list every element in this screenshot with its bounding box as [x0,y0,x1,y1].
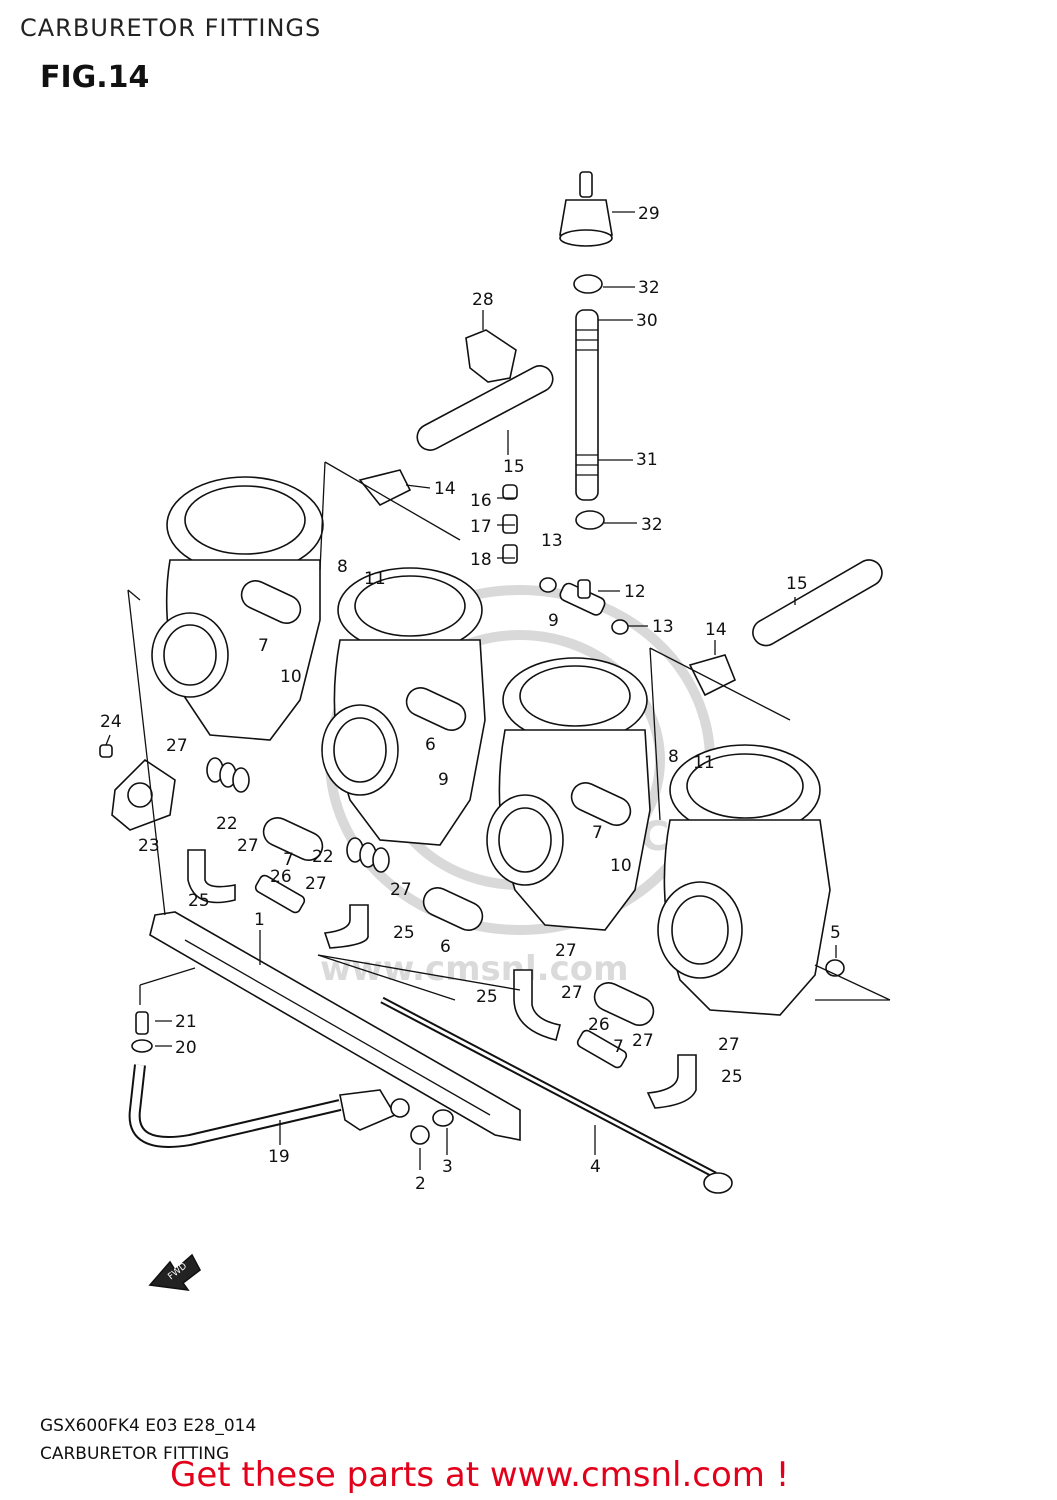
callout-label: 11 [364,569,386,589]
carburetor-2 [321,567,486,846]
diagram-name: CARBURETOR FITTING [40,1444,230,1464]
callout-label: 32 [641,515,663,535]
bolt-2 [410,1125,430,1145]
fitting-26-right [576,1029,628,1069]
callout-label: 13 [541,531,563,551]
callout-label: 14 [705,620,727,640]
callout-label: 27 [555,941,577,961]
spring-22-center [346,837,390,873]
callout-label: 26 [588,1015,610,1035]
callout-label: 27 [390,880,412,900]
callout-label: 28 [472,290,494,310]
callout-labels: 1 2 3 4 5 6 6 7 7 7 7 8 8 9 9 10 10 11 1… [100,204,841,1194]
callout-label: 4 [590,1157,601,1177]
callout-label: 21 [175,1012,197,1032]
fuel-filter-assembly [559,171,613,530]
callout-label: 7 [283,850,294,870]
hose-7-right [593,982,655,1026]
callout-label: 16 [470,491,492,511]
callout-label: 11 [693,753,715,773]
callout-label: 6 [440,937,451,957]
callout-label: 27 [632,1031,654,1051]
callout-label: 19 [268,1147,290,1167]
carburetor-3 [486,657,651,931]
callout-label: 25 [721,1067,743,1087]
figure-number: FIG.14 [40,60,150,95]
callout-label: 25 [188,891,210,911]
spring-21 [135,1011,149,1035]
callout-label: 2 [415,1174,426,1194]
spring-22-left [206,757,250,793]
callout-label: 7 [258,636,269,656]
elbow-hose-25-a [187,849,236,904]
model-code: GSX600FK4 E03 E28_014 [40,1416,257,1436]
callout-label: 3 [442,1157,453,1177]
callout-label: 26 [270,867,292,887]
callout-label: 12 [624,582,646,602]
shop-link[interactable]: Get these parts at www.cmsnl.com ! [170,1455,790,1495]
washer-5 [825,959,845,977]
hose-6-lower [422,887,484,931]
callout-label: 27 [166,736,188,756]
callout-label: 25 [393,923,415,943]
callout-label: 25 [476,987,498,1007]
callout-label: 24 [100,712,122,732]
elbow-hose-25-c [513,969,561,1041]
callout-label: 8 [337,557,348,577]
callout-label: 27 [237,836,259,856]
callout-label: 22 [312,847,334,867]
callout-label: 23 [138,836,160,856]
assembly-guide-lines [127,461,891,1005]
callout-label: 30 [636,311,658,331]
long-bolt-4 [380,996,733,1194]
callout-label: 32 [638,278,660,298]
callout-label: 6 [425,735,436,755]
hose-7-left [262,817,324,861]
callout-label: 31 [636,450,658,470]
leader-lines [105,211,837,1170]
washer-3 [432,1109,454,1127]
callout-label: 27 [305,874,327,894]
clip-28 [465,329,517,383]
screw-spring-stack [502,484,518,564]
callout-label: 18 [470,550,492,570]
callout-label: 9 [548,611,559,631]
callout-label: 14 [434,479,456,499]
callout-label: 22 [216,814,238,834]
callout-label: 7 [592,823,603,843]
carburetor-4 [657,744,831,1016]
fuel-t-joint [539,577,629,635]
callout-label: 15 [786,574,808,594]
callout-label: 20 [175,1038,197,1058]
callout-label: 10 [280,667,302,687]
callout-label: 13 [652,617,674,637]
elbow-hose-25-d [646,1054,697,1109]
callout-label: 27 [561,983,583,1003]
forward-arrow: FWD [148,1253,202,1292]
callout-label: 17 [470,517,492,537]
callout-label: 8 [668,747,679,767]
callout-label: 9 [438,770,449,790]
fitting-26-left [254,874,306,914]
carburetor-1 [151,476,324,741]
callout-label: 5 [830,923,841,943]
callout-label: 1 [254,910,265,930]
page-title: CARBURETOR FITTINGS [20,14,322,42]
fuel-cock [339,1089,397,1131]
hose-15-upper [416,365,554,451]
callout-label: 15 [503,457,525,477]
t-joint-14-upper [358,469,412,507]
hose-15-right [752,559,883,647]
elbow-hose-25-b [323,904,369,949]
callout-label: 10 [610,856,632,876]
callout-label: 29 [638,204,660,224]
washer-20 [131,1039,153,1053]
callout-label: 7 [613,1037,624,1057]
callout-label: 27 [718,1035,740,1055]
t-joint-14-right [688,654,737,697]
screw-24 [99,744,113,758]
